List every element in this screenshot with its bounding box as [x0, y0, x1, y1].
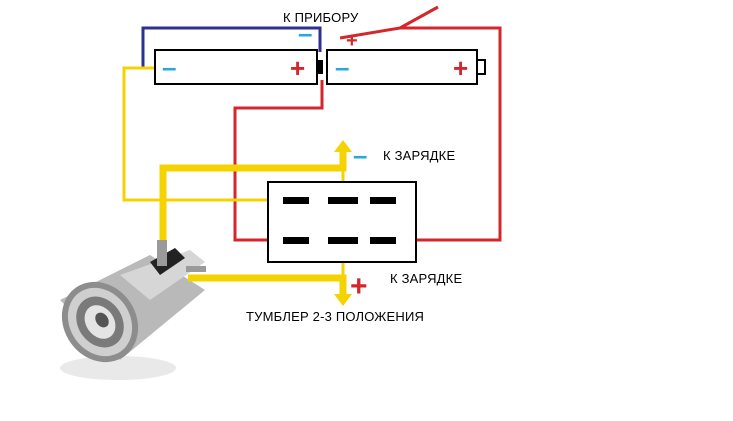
- label-toggle-switch: ТУМБЛЕР 2-3 ПОЛОЖЕНИЯ: [246, 309, 424, 324]
- device-plus-mark: +: [346, 30, 358, 52]
- battery-right-minus: –: [335, 52, 349, 82]
- dc-jack-icon: [60, 240, 206, 380]
- wire-yellow-thin: [122, 66, 285, 202]
- switch-pin-5: [328, 237, 358, 244]
- label-to-device: К ПРИБОРУ: [283, 10, 359, 25]
- wire-yellow-thick-bottom: [188, 274, 347, 298]
- toggle-switch: [267, 181, 417, 263]
- switch-pin-6: [370, 237, 396, 244]
- switch-pin-4: [283, 237, 309, 244]
- device-minus-mark: –: [298, 18, 312, 48]
- battery-left-minus: –: [162, 52, 176, 82]
- arrow-down: [334, 294, 352, 306]
- label-to-charger-plus: К ЗАРЯДКЕ: [390, 271, 462, 286]
- battery-left: – +: [154, 49, 323, 85]
- switch-pin-2: [328, 197, 358, 204]
- charger-minus-mark: –: [353, 140, 367, 170]
- switch-pin-1: [283, 197, 309, 204]
- wire-blue: [141, 26, 322, 68]
- wire-red-mid: [233, 80, 324, 242]
- switch-pin-3: [370, 197, 396, 204]
- battery-left-plus: +: [290, 53, 305, 83]
- label-to-charger-minus: К ЗАРЯДКЕ: [383, 148, 455, 163]
- power-switch-icon: [399, 5, 439, 30]
- battery-right: – +: [326, 49, 486, 85]
- battery-right-plus: +: [453, 53, 468, 83]
- wire-yellow-thick-top: [159, 150, 347, 240]
- wire-red-top: [339, 26, 502, 242]
- arrow-up: [334, 140, 352, 152]
- charger-plus-mark: +: [350, 270, 368, 303]
